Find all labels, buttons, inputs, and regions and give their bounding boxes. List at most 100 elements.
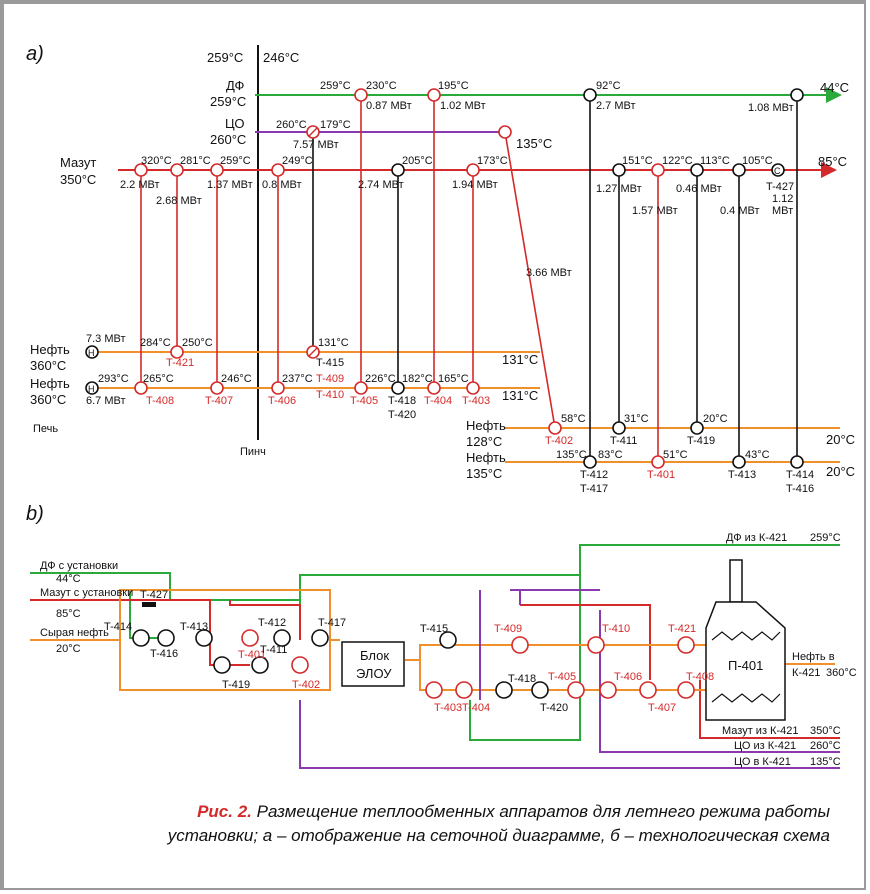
svg-text:T-421: T-421 [166, 357, 194, 369]
svg-text:T-409: T-409 [494, 623, 522, 635]
svg-text:T-413: T-413 [728, 469, 756, 481]
svg-text:2.2 МВт: 2.2 МВт [120, 179, 160, 191]
svg-text:320°C: 320°C [141, 155, 172, 167]
df-temp: 259°C [210, 94, 246, 109]
furnace-label: Печь [33, 423, 58, 435]
figure-caption: Рис. 2. Размещение теплообменных аппарат… [140, 800, 830, 848]
df-name: ДФ [226, 78, 245, 93]
svg-text:151°C: 151°C [622, 155, 653, 167]
svg-text:T-414: T-414 [786, 469, 814, 481]
svg-text:Нефть в: Нефть в [792, 651, 835, 663]
svg-text:T-406: T-406 [268, 395, 296, 407]
svg-text:2.68 МВт: 2.68 МВт [156, 195, 202, 207]
caption-text: Размещение теплообменных аппаратов для л… [167, 802, 830, 845]
svg-text:85°C: 85°C [56, 608, 81, 620]
pinch-temp-right: 246°C [263, 50, 299, 65]
svg-text:246°C: 246°C [221, 373, 252, 385]
svg-text:122°C: 122°C [662, 155, 693, 167]
svg-text:T-417: T-417 [580, 483, 608, 495]
svg-text:58°C: 58°C [561, 413, 586, 425]
svg-text:T-417: T-417 [318, 617, 346, 629]
svg-text:6.7 МВт: 6.7 МВт [86, 395, 126, 407]
svg-text:МВт: МВт [772, 205, 793, 217]
panel-b-label: b) [26, 503, 44, 525]
co-temp: 260°C [210, 132, 246, 147]
panel-a-label: a) [26, 43, 44, 65]
panel-b-process-scheme: b) Блок ЭЛОУ П-401 [26, 503, 857, 769]
svg-text:T-404: T-404 [424, 395, 452, 407]
svg-text:0.4 МВт: 0.4 МВт [720, 205, 760, 217]
svg-text:T-408: T-408 [146, 395, 174, 407]
svg-text:T-419: T-419 [687, 435, 715, 447]
df-out-temp: 44°C [820, 80, 849, 95]
svg-text:20°C: 20°C [703, 413, 728, 425]
svg-text:ЭЛОУ: ЭЛОУ [356, 666, 392, 681]
svg-text:1.12: 1.12 [772, 193, 793, 205]
oil-2-name: Нефть [30, 376, 70, 391]
mazut-temp: 350°C [60, 172, 96, 187]
heater-symbol-2: H [88, 384, 95, 394]
pinch-label: Пинч [240, 446, 266, 458]
svg-text:T-407: T-407 [648, 702, 676, 714]
svg-text:360°C: 360°C [826, 667, 857, 679]
oil-3-name: Нефть [466, 418, 506, 433]
svg-text:T-401: T-401 [238, 649, 266, 661]
svg-text:ЦО в К-421: ЦО в К-421 [734, 756, 791, 768]
svg-text:T-416: T-416 [150, 648, 178, 660]
svg-text:T-403: T-403 [434, 702, 462, 714]
svg-text:195°C: 195°C [438, 80, 469, 92]
svg-text:249°C: 249°C [282, 155, 313, 167]
svg-text:ЦО из К-421: ЦО из К-421 [734, 740, 796, 752]
svg-text:T-403: T-403 [462, 395, 490, 407]
svg-text:T-412: T-412 [258, 617, 286, 629]
panel-a-grid-diagram: a) 259°C 246°C Пинч ДФ 259°C 44°C ЦО 260… [26, 43, 855, 495]
svg-text:T-416: T-416 [786, 483, 814, 495]
svg-text:230°C: 230°C [366, 80, 397, 92]
oil-4-name: Нефть [466, 450, 506, 465]
svg-text:T-418: T-418 [508, 673, 536, 685]
svg-text:0.46 МВт: 0.46 МВт [676, 183, 722, 195]
svg-text:179°C: 179°C [320, 119, 351, 131]
oil-1-out-temp: 131°C [502, 352, 538, 367]
svg-text:226°C: 226°C [365, 373, 396, 385]
caption-label: Рис. 2. [197, 802, 252, 821]
svg-text:T-421: T-421 [668, 623, 696, 635]
mazut-out-temp: 85°C [818, 154, 847, 169]
svg-text:165°C: 165°C [438, 373, 469, 385]
co-out-temp: 135°C [516, 136, 552, 151]
svg-text:T-427: T-427 [140, 589, 168, 601]
svg-text:83°C: 83°C [598, 449, 623, 461]
svg-text:3.66 МВт: 3.66 МВт [526, 267, 572, 279]
svg-text:7.57 МВт: 7.57 МВт [293, 139, 339, 151]
svg-text:T-406: T-406 [614, 671, 642, 683]
svg-text:T-412: T-412 [580, 469, 608, 481]
svg-text:0.8 МВт: 0.8 МВт [262, 179, 302, 191]
svg-text:265°C: 265°C [143, 373, 174, 385]
oil-3-out-temp: 20°C [826, 432, 855, 447]
svg-text:205°C: 205°C [402, 155, 433, 167]
pinch-temp-left: 259°C [207, 50, 243, 65]
heater-symbol-1: H [88, 348, 95, 358]
co-line-b [299, 589, 840, 769]
svg-text:2.7 МВт: 2.7 МВт [596, 100, 636, 112]
svg-text:182°C: 182°C [402, 373, 433, 385]
svg-text:К-421: К-421 [792, 667, 820, 679]
svg-text:T-419: T-419 [222, 679, 250, 691]
svg-text:T-404: T-404 [462, 702, 490, 714]
svg-text:43°C: 43°C [745, 449, 770, 461]
svg-text:1.57 МВт: 1.57 МВт [632, 205, 678, 217]
svg-text:T-411: T-411 [260, 644, 287, 656]
svg-text:281°C: 281°C [180, 155, 211, 167]
svg-text:92°C: 92°C [596, 80, 621, 92]
svg-text:0.87 МВт: 0.87 МВт [366, 100, 412, 112]
svg-text:T-415: T-415 [420, 623, 448, 635]
svg-text:259°C: 259°C [220, 155, 251, 167]
unit-labels-a: T-408 T-407 T-406 T-421 T-415 T-409 T-41… [146, 181, 814, 495]
svg-text:T-411: T-411 [610, 435, 637, 447]
furnace-p401: П-401 [705, 559, 786, 721]
svg-text:Мазут с установки: Мазут с установки [40, 587, 133, 599]
crude-line-b [30, 639, 340, 691]
svg-text:135°C: 135°C [810, 756, 841, 768]
svg-text:259°C: 259°C [320, 80, 351, 92]
svg-text:1.27 МВт: 1.27 МВт [596, 183, 642, 195]
